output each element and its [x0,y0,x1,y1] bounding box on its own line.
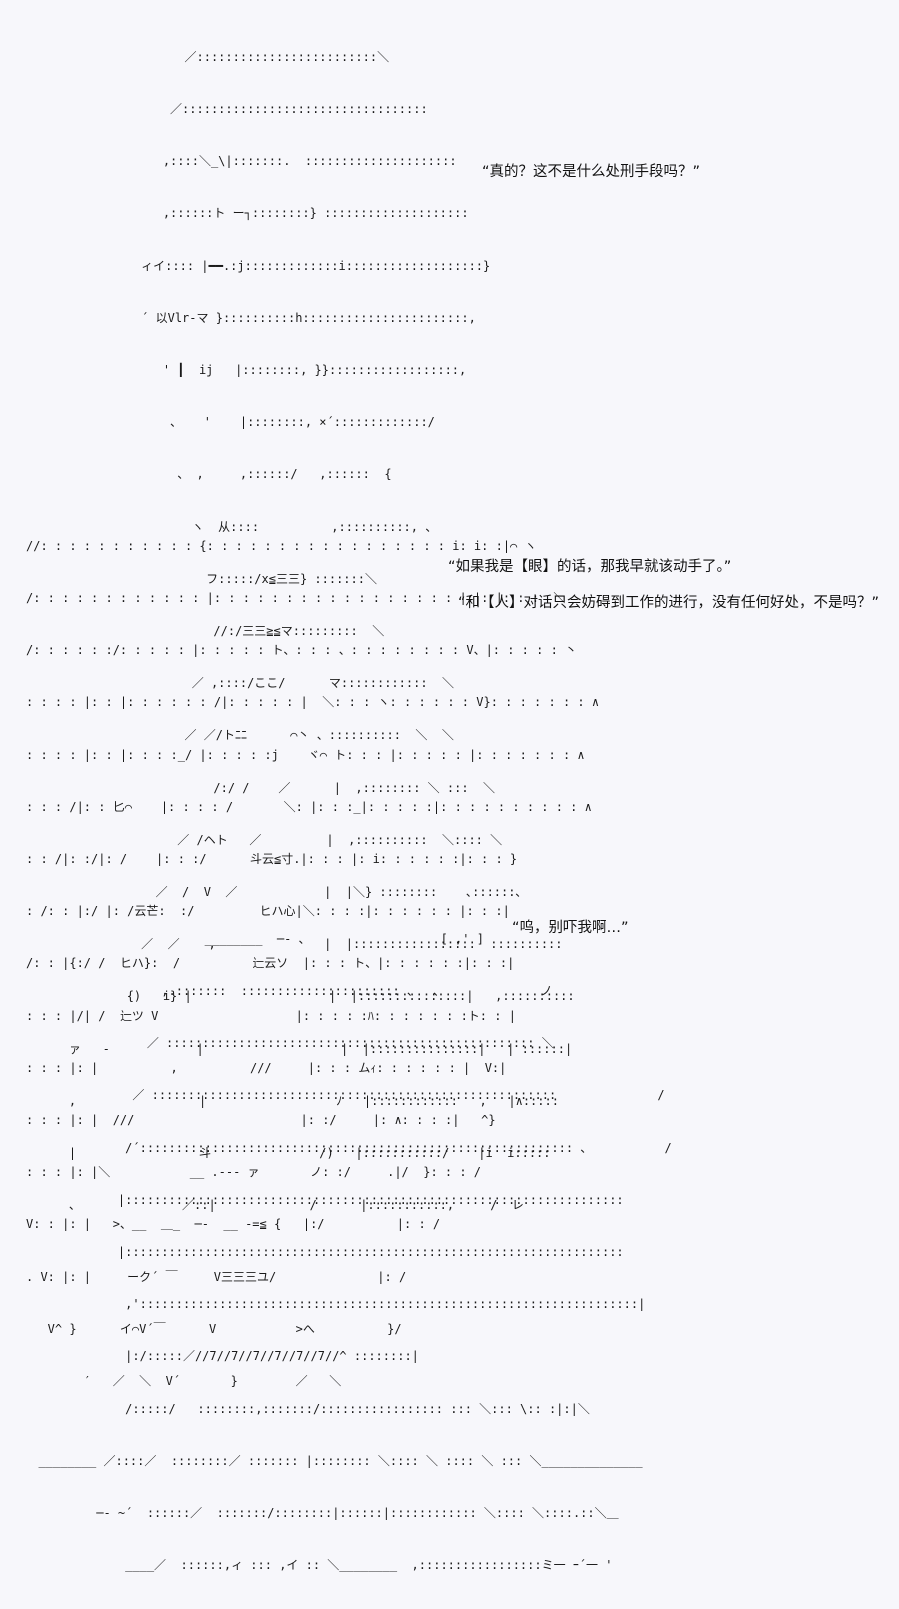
art-line: ' ┃ ij |::::::::, }}::::::::::::::::::, [40,363,467,378]
art-line: : : : |/| / 辷ツ V |: : : : :ﾊ: : : : : : … [26,1008,516,1023]
dialogue-line: “真的？这不是什么处刑手段吗？” [482,164,701,180]
art-line: フ:::::/x≦三三} :::::::＼ [40,571,377,586]
dialogue-text: “如果我是【眼】的话，那我早就该动手了。” [448,557,731,577]
panel-3: ________ ─‐ 、 [ ,' ] ,.::::::: :::::::::… [0,890,899,1572]
art-line: ／ ,::::/ここ/ マ:::::::::::: ＼ [40,676,455,691]
art-line: ─- ~´ ::::::／ :::::::/::::::::|::::::|::… [24,1506,619,1521]
art-line: /:::::/ ::::::::,:::::::/:::::::::::::::… [24,1401,590,1416]
art-line: ／ ／ , | |::::::::::::::::: :::::::::: [40,937,563,952]
art-line: {) i} | | |:::::::::::::::| ,:::::::::: [40,989,575,1004]
art-line: ,.::::::: :::::::::::::::::::::: 、 ､ ノ [24,984,553,999]
art-line: : : : |: | /// |: :/ |: ∧: : : :| ^} [26,1113,496,1128]
art-line: : : : : |: : |: : : :_/ |: : : : :j ヾ⌒ ト… [26,747,585,762]
art-line: 、 ' |::::::::, ×´:::::::::::::/ [40,415,435,430]
art-line: ／ ::::::::::::::::::::::::::::::::::::::… [24,1036,554,1051]
art-line: , | ﾉ |:::::::::::: , |∧::::: [40,1093,559,1108]
art-line: ____／ ::::::,ィ ::: ,イ :: ＼________ ,::::… [24,1558,613,1573]
art-line: ／ ::::::::::::::::::::::::::::::::::::::… [24,1088,665,1103]
art-line: |:::::::::::::::::::::::::::::::::::::::… [24,1245,624,1260]
art-line: |:/:::::／//7//7//7//7//7//7//^ ::::::::| [24,1349,419,1364]
ascii-art-hidden-under-blanket: ________ ─‐ 、 [ ,' ] ,.::::::: :::::::::… [24,896,672,1609]
art-line: /: : : : : :/: : : : : |: : : : : ト、: : … [26,643,578,658]
panel-2: //: : : : : : : : : : : {: : : : : : : :… [0,495,899,1388]
art-line: : : /|: :/|: / |: : :/ 斗云≦寸.|: : : |: i:… [26,852,518,867]
ascii-art-figure-standing: ／:::::::::::::::::::::::::＼ ／:::::::::::… [40,14,575,1249]
dialogue-line: “和【人】对话只会妨碍到工作的进行，没有任何好处，不是吗？” [458,595,880,611]
art-line: ／:::::::::::::::::::::::::::::::::: [40,102,428,117]
ascii-art-face-closeup: //: : : : : : : : : : : {: : : : : : : :… [26,503,599,1425]
art-line: : : : : |: : |: : : : : : /|: : : : : | … [26,695,600,710]
art-line: : /: : |:/ |: /云芒: :/ ヒハ心|＼: : : :|: : :… [26,904,510,919]
art-line: |:::::::::::::::::::::::::::::::::::::::… [24,1192,624,1207]
art-line: ´ 以Vlr-マ }::::::::::h:::::::::::::::::::… [40,310,476,325]
art-line: ィイ:::: |━━.:j:::::::::::::i:::::::::::::… [40,258,491,273]
art-line: /: : |{:/ / ヒハ}: / 辷云ソ |: : : ト、|: : : :… [26,956,515,971]
art-line: ／:::::::::::::::::::::::::＼ [40,49,390,64]
art-line: ァ - | | |:::::::::::::::| | ::::::| [40,1041,573,1056]
art-line: ヽ 从:::: ,::::::::::, 、 [40,519,438,534]
art-line: ／ /ヘト ／ | ,:::::::::: ＼:::: ＼ [40,832,503,847]
dialogue-text: “呜，别吓我啊…” [512,918,629,938]
art-line: ,::::＼_\|:::::::. ::::::::::::::::::::: [40,154,457,169]
dialogue-text: “真的？这不是什么处刑手段吗？” [482,162,700,182]
dialogue-text: “和【人】对话只会妨碍到工作的进行，没有任何好处，不是吗？” [458,593,879,613]
art-line: ／ / V ／ | |＼} :::::::: ､::::::､ [40,885,522,900]
art-line: /: : : : : : : : : : : : |: : : : : : : … [26,591,566,606]
art-line: //: : : : : : : : : : : {: : : : : : : :… [26,538,537,553]
panel-1: ／:::::::::::::::::::::::::＼ ／:::::::::::… [0,0,899,1212]
dialogue-line: “如果我是【眼】的话，那我早就该动手了。” [448,559,732,575]
art-line: 、 , ,::::::/ ,:::::: { [40,467,392,482]
art-line: ,'::::::::::::::::::::::::::::::::::::::… [24,1297,646,1312]
art-line: | 斗 /) |:::::::::::/ |i i::::: [40,1146,551,1161]
art-line: : : : |: |＼ __ .-‐‐ ァ ノ: :/ .|/ }: : : / [26,1165,482,1180]
art-line: /:/ / ／ | ,:::::::: ＼ ::: ＼ [40,780,496,795]
art-line: ,::::::ト ー┐::::::::} :::::::::::::::::::… [40,206,469,221]
art-line: ／ ／/トﾆﾆ ⌒丶 、:::::::::: ＼ ＼ [40,728,454,743]
art-line: ________ ／::::／ ::::::::／ ::::::: |:::::… [24,1453,643,1468]
art-line: : : : /|: : 匕⌒ |: : : : / ＼: |: : :_|: :… [26,799,592,814]
art-line: : : : |: | , /// |: : : ムｨ: : : : : : | … [26,1060,507,1075]
art-line: /´::::::::::::::::::::::::::::::::::::::… [24,1140,672,1155]
dialogue-line: “呜，别吓我啊…” [512,920,629,936]
art-line: ________ ─‐ 、 [ ,' ] [24,931,484,946]
art-line: //:/三三≧≦マ::::::::: ＼ [40,624,385,639]
